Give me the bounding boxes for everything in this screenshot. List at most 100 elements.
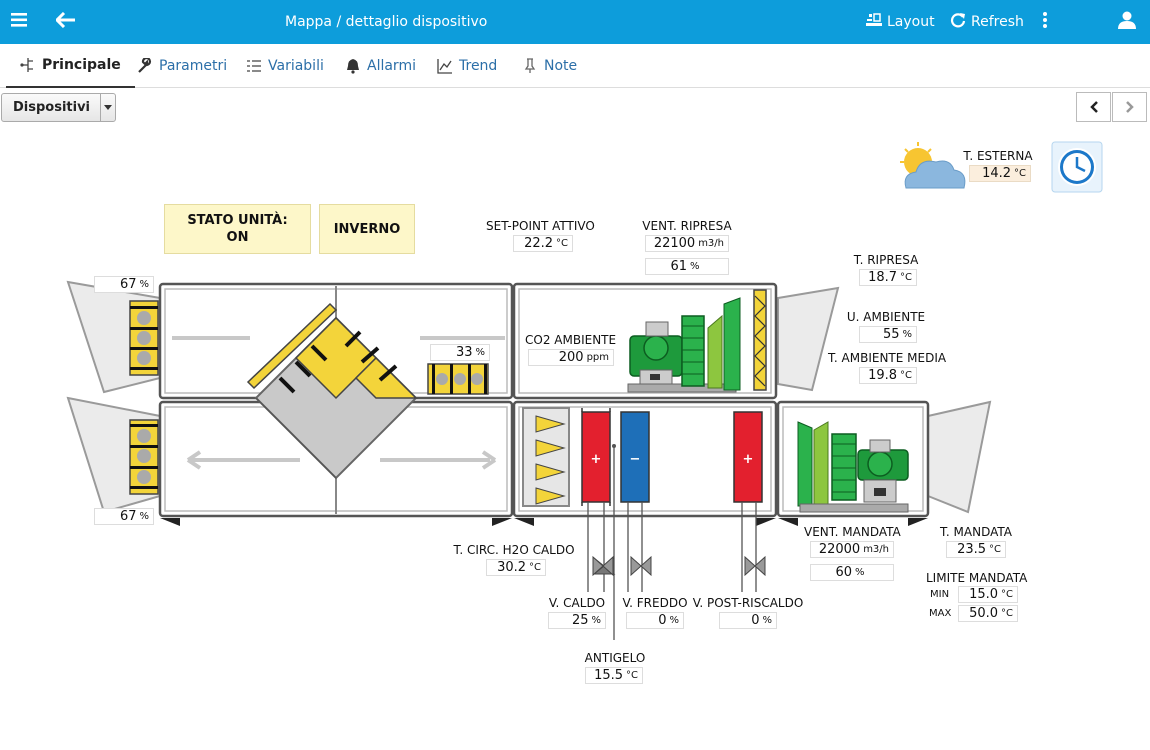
layout-button[interactable]: Layout [866,0,935,44]
chevron-left-icon [1089,98,1098,117]
cooling-coil-symbol: − [630,452,641,467]
return-fan [627,297,741,393]
unit-state-box: STATO UNITÀ: ON [164,204,311,254]
unit-text: % [690,261,700,272]
external-temp-label: T. ESTERNA [963,149,1033,163]
page-title: Mappa / dettaglio dispositivo [285,14,488,30]
external-temp-value: 14.2°C [969,165,1031,182]
user-button[interactable] [1118,0,1136,44]
unit-text: % [591,615,601,626]
unit-text: °C [900,370,912,381]
unit-text: % [475,347,485,358]
unit-text: m3/h [863,544,889,555]
heat-recovery-exchanger [246,302,418,480]
valve-cold [630,555,652,577]
refresh-icon [950,12,966,32]
valve-cold-label: V. FREDDO [622,596,688,610]
return-duct-right [777,286,840,392]
value-text: 0 [658,613,667,628]
unit-text: % [139,511,149,522]
tab-principale[interactable]: Principale [6,44,135,88]
return-fan-label: VENT. RIPRESA [642,219,732,233]
tab-label: Note [544,58,578,74]
airflow-arrows [172,336,505,470]
hot-water-value: 30.2°C [486,559,546,576]
valve-reheat-value: 0% [719,612,777,629]
value-text: 22000 [818,542,861,557]
season-box: INVERNO [319,204,415,254]
value-text: 67 [119,277,137,292]
tab-label: Parametri [159,58,228,74]
tab-bar: Principale Parametri Variabili Allarmi T… [0,44,1150,88]
menu-button[interactable] [11,0,27,44]
valve-cold-value: 0% [626,612,684,629]
supply-limit-min-value: 15.0°C [958,586,1018,603]
value-text: 22100 [653,236,696,251]
tab-label: Principale [42,57,121,73]
tab-parametri[interactable]: Parametri [137,44,227,88]
supply-fan-label: VENT. MANDATA [804,525,901,539]
refresh-label: Refresh [971,14,1024,30]
caret-down-icon [100,94,115,121]
refresh-button[interactable]: Refresh [950,0,1024,44]
unit-text: % [902,329,912,340]
unit-text: % [855,567,865,578]
tab-trend[interactable]: Trend [437,44,497,88]
value-text: 61 [670,259,688,274]
tab-allarmi[interactable]: Allarmi [345,44,416,88]
return-temp-label: T. RIPRESA [853,253,919,267]
heating-coil-symbol: + [591,452,602,467]
damper-bottom-value: 67% [94,508,154,525]
tab-label: Trend [459,58,498,74]
layout-label: Layout [887,14,935,30]
top-bar: Mappa / dettaglio dispositivo Layout Ref… [0,0,1150,44]
value-text: 60 [835,565,853,580]
value-text: 19.8 [868,368,898,383]
return-temp-value: 18.7°C [859,269,917,286]
supply-limit-max-value: 50.0°C [958,605,1018,622]
unit-text: °C [556,238,568,249]
value-text: 22.2 [524,236,554,251]
damper-bottom [129,419,159,495]
more-options-button[interactable] [1042,0,1048,44]
tab-note[interactable]: Note [522,44,577,88]
value-text: 67 [119,509,137,524]
hot-water-label: T. CIRC. H2O CALDO [453,543,575,557]
supply-fan [797,421,909,513]
bell-icon [345,58,361,74]
tab-label: Variabili [268,58,324,74]
valve-hot [592,555,616,577]
bypass-value: 33% [430,344,490,361]
damper-top-value: 67% [94,276,154,293]
value-text: 18.7 [868,270,898,285]
list-icon [246,58,262,74]
unit-text: °C [1014,168,1026,179]
ambient-temp-value: 19.8°C [859,367,917,384]
reheat-coil [733,411,763,503]
unit-state-value: ON [226,230,249,245]
previous-button[interactable] [1076,92,1111,122]
next-button[interactable] [1112,92,1147,122]
value-text: 55 [882,327,900,342]
wrench-icon [137,58,153,74]
value-text: 15.0 [969,587,999,602]
supply-temp-value: 23.5°C [946,541,1006,558]
ambient-temp-label: T. AMBIENTE MEDIA [828,351,947,365]
unit-text: °C [900,272,912,283]
tab-variabili[interactable]: Variabili [246,44,324,88]
humidity-value: 55% [859,326,917,343]
supply-limit-label: LIMITE MANDATA [926,571,1028,585]
hamburger-icon [11,13,27,31]
humidity-label: U. AMBIENTE [846,310,926,324]
back-button[interactable] [54,0,76,44]
weather-icon [900,142,966,189]
co2-label: CO2 AMBIENTE [525,333,617,347]
branch-icon [20,57,36,73]
value-text: 50.0 [969,606,999,621]
unit-text: °C [989,544,1001,555]
unit-text: °C [529,562,541,573]
device-selector[interactable]: Dispositivi [1,93,117,122]
chevron-right-icon [1125,98,1134,117]
